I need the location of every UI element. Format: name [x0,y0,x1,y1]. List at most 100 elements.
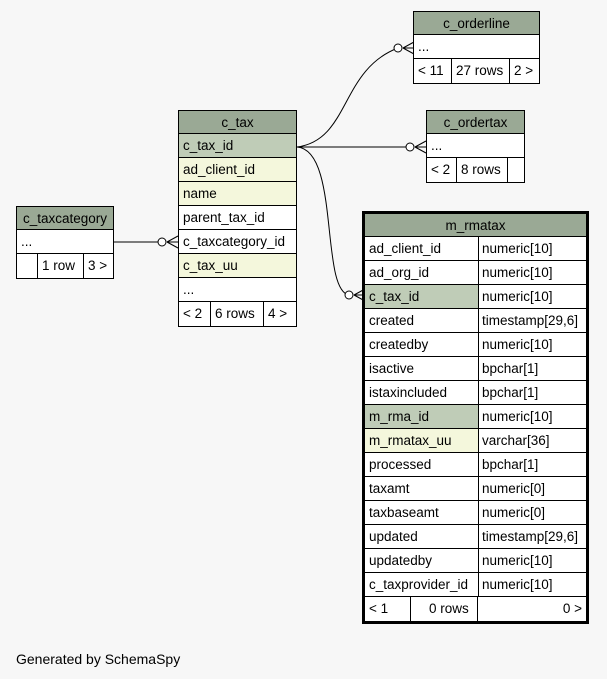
column-type: numeric[10] [482,409,553,424]
column-name: ad_client_id [183,162,256,177]
table-row: m_rmatax_uu varchar[36] [365,429,586,453]
column-name: c_taxcategory_id [183,234,286,249]
table-row: ... [179,278,296,302]
nav-children[interactable]: 0 > [562,601,582,616]
table-row: c_tax_id [179,134,296,158]
column-type: numeric[0] [482,505,546,520]
column-name: taxbaseamt [369,505,439,520]
column-name: updated [369,529,418,544]
table-row: istaxincluded bpchar[1] [365,381,586,405]
column-type: numeric[10] [482,337,553,352]
column-name: c_taxprovider_id [369,577,469,592]
row-count: 8 rows [457,158,508,182]
table-row: updatedby numeric[10] [365,549,586,573]
nav-parents[interactable]: < 1 [365,597,411,621]
edge-orderline-tax [296,47,399,148]
column-name: ad_client_id [369,241,442,256]
table-title[interactable]: c_taxcategory [17,207,113,230]
row-count: 0 rows [411,597,478,621]
column-name: c_tax_id [183,138,234,153]
row-count: 27 rows [452,59,510,83]
column-name: updatedby [369,553,433,568]
row-label: ... [431,138,443,153]
column-name: processed [369,457,432,472]
table-c-orderline[interactable]: c_orderline ... < 11 27 rows 2 > [413,11,540,84]
column-name: ... [183,282,195,297]
edge-tax-endpoint [157,237,167,247]
table-row: c_taxprovider_id numeric[10] [365,573,586,597]
column-type: numeric[10] [482,265,553,280]
edge-ordertax-endpoint [405,142,415,152]
nav-children[interactable]: 3 > [88,258,108,273]
table-row: isactive bpchar[1] [365,357,586,381]
table-row: ad_client_id [179,158,296,182]
column-name: created [369,313,415,328]
column-name: m_rmatax_uu [365,429,478,452]
column-name: parent_tax_id [183,210,265,225]
column-name: m_rma_id [365,405,478,428]
row-count-bar: 1 row 3 > [17,254,113,278]
column-type: bpchar[1] [482,361,539,376]
column-name: c_tax_uu [183,258,238,273]
table-row: taxbaseamt numeric[0] [365,501,586,525]
column-type: bpchar[1] [482,385,539,400]
nav-children[interactable]: 4 > [268,306,288,321]
table-row: m_rma_id numeric[10] [365,405,586,429]
nav-parents[interactable]: < 2 [427,158,457,182]
column-type: numeric[10] [482,553,553,568]
row-count-bar: < 2 8 rows [427,158,524,182]
column-type: bpchar[1] [482,457,539,472]
row-count: 1 row [38,254,84,278]
footer-credit: Generated by SchemaSpy [16,651,181,667]
nav-children[interactable]: 2 > [514,63,534,78]
table-row: c_taxcategory_id [179,230,296,254]
row-count-bar: < 1 0 rows 0 > [365,597,586,621]
column-name: name [183,186,217,201]
table-title[interactable]: m_rmatax [365,214,586,237]
table-title[interactable]: c_ordertax [427,111,524,134]
column-name: createdby [369,337,429,352]
column-type: numeric[10] [482,577,553,592]
column-type: timestamp[29,6] [482,529,579,544]
column-type: timestamp[29,6] [482,313,579,328]
nav-parents[interactable]: < 2 [179,302,211,326]
table-title[interactable]: c_tax [179,111,296,134]
column-name: ad_org_id [369,265,430,280]
table-row: c_tax_uu [179,254,296,278]
table-c-taxcategory[interactable]: c_taxcategory ... 1 row 3 > [16,206,114,279]
table-row: ... [17,230,113,254]
row-count-bar: < 2 6 rows 4 > [179,302,296,326]
nav-parents[interactable] [17,254,38,278]
nav-children[interactable] [508,158,524,182]
row-label: ... [418,39,430,54]
column-list: ad_client_id numeric[10] ad_org_id numeric[… [365,237,586,597]
table-row: processed bpchar[1] [365,453,586,477]
table-row: ... [414,35,539,59]
column-type: numeric[10] [482,241,553,256]
table-row: parent_tax_id [179,206,296,230]
nav-parents[interactable]: < 11 [414,59,452,83]
column-type: varchar[36] [482,433,550,448]
table-row: createdby numeric[10] [365,333,586,357]
column-type: numeric[0] [482,481,546,496]
table-row: created timestamp[29,6] [365,309,586,333]
table-row: ad_client_id numeric[10] [365,237,586,261]
edge-orderline-endpoint [393,43,403,53]
column-name: c_tax_id [365,285,478,308]
table-row: name [179,182,296,206]
table-c-tax[interactable]: c_tax c_tax_id ad_client_id name parent_… [178,110,297,327]
column-name: istaxincluded [369,385,448,400]
edge-rmatax-tax [296,146,350,296]
table-title[interactable]: c_orderline [414,12,539,35]
table-row: ... [427,134,524,158]
column-name: isactive [369,361,415,376]
table-c-ordertax[interactable]: c_ordertax ... < 2 8 rows [426,110,525,183]
row-count: 6 rows [211,302,264,326]
table-row: updated timestamp[29,6] [365,525,586,549]
table-row: ad_org_id numeric[10] [365,261,586,285]
edge-rmatax-endpoint [344,290,354,300]
